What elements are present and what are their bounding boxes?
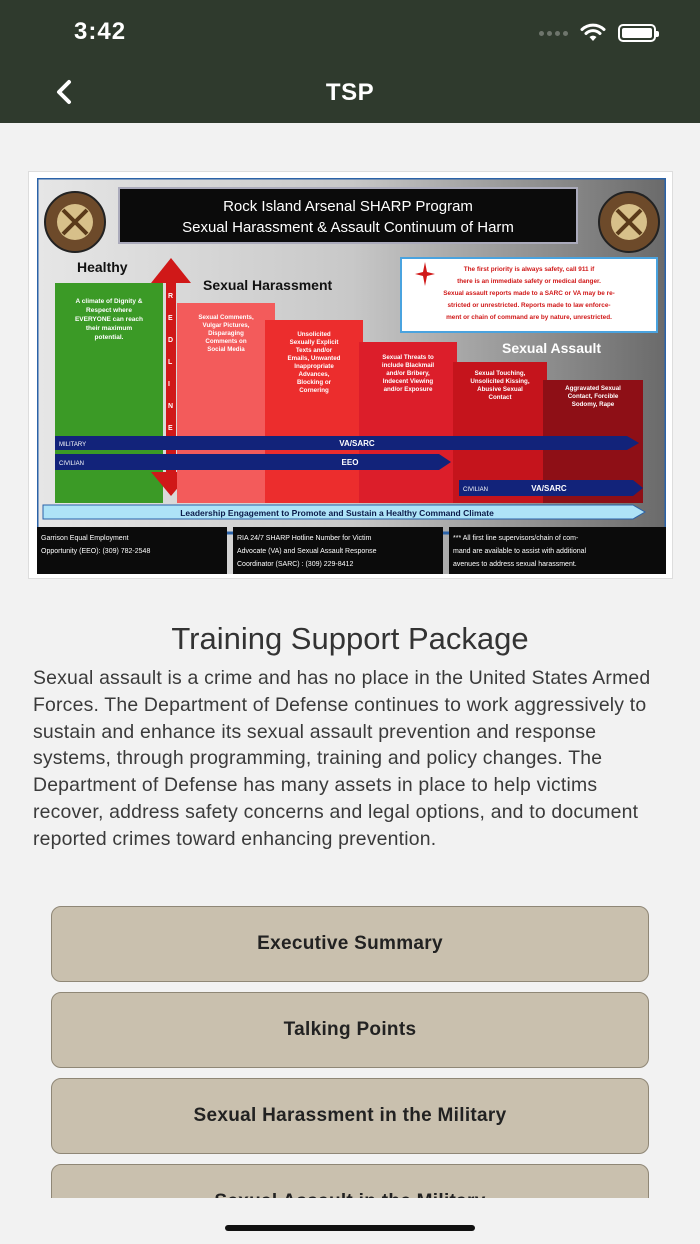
footer-eeo-line: Opportunity (EEO): (309) 782-2548 bbox=[41, 548, 150, 555]
continuum-of-harm-poster: Rock Island Arsenal SHARP Program Sexual… bbox=[28, 171, 673, 579]
red-line-letter: I bbox=[168, 381, 170, 388]
safety-note-line: stricted or unrestricted. Reports made t… bbox=[448, 302, 611, 309]
red-line-letter: E bbox=[168, 425, 173, 432]
step-5-line: Sodomy, Rape bbox=[572, 401, 615, 408]
talking-points-button[interactable]: Talking Points bbox=[51, 992, 649, 1068]
step-1-line: Vulgar Pictures, bbox=[203, 322, 250, 329]
step-2-line: Advances, bbox=[299, 371, 330, 378]
steps-text: Sexual Comments,Vulgar Pictures,Disparag… bbox=[198, 314, 621, 408]
battery-icon bbox=[618, 24, 659, 42]
back-button[interactable] bbox=[44, 72, 84, 112]
arrow-civilian-side: CIVILIAN bbox=[59, 461, 84, 467]
step-3-line: and/or Bribery, bbox=[386, 370, 430, 377]
poster-title-1: Rock Island Arsenal SHARP Program bbox=[223, 198, 473, 215]
nav-title: TSP bbox=[325, 79, 375, 106]
footer-eeo-line: Garrison Equal Employment bbox=[41, 535, 129, 542]
step-2-line: Inappropriate bbox=[294, 363, 334, 370]
safety-note-line: there is an immediate safety or medical … bbox=[457, 278, 601, 285]
navigation-bar: TSP bbox=[0, 62, 700, 123]
red-line-letters: R E D L I N E bbox=[168, 293, 173, 432]
safety-note-line: ment or chain of command are by nature, … bbox=[446, 314, 612, 321]
step-4-line: Contact bbox=[488, 394, 511, 401]
arrow-military-label: VA/SARC bbox=[339, 439, 375, 448]
step-4-line: Abusive Sexual bbox=[477, 386, 523, 393]
sexual-harassment-military-button[interactable]: Sexual Harassment in the Military bbox=[51, 1078, 649, 1154]
arrow-civilian2-side: CIVILIAN bbox=[463, 487, 488, 493]
status-time: 3:42 bbox=[74, 18, 127, 45]
wifi-icon bbox=[580, 23, 606, 41]
status-icons bbox=[539, 22, 659, 44]
sexual-assault-military-button[interactable]: Sexual Assault in the Military bbox=[51, 1164, 649, 1198]
footer-hotline-line: RIA 24/7 SHARP Hotline Number for Victim bbox=[237, 535, 372, 542]
step-1-line: Social Media bbox=[207, 346, 245, 353]
footer-supervisors-line: mand are available to assist with additi… bbox=[453, 548, 587, 555]
step-2-line: Blocking or bbox=[297, 379, 332, 386]
poster-graphic: Rock Island Arsenal SHARP Program Sexual… bbox=[37, 178, 666, 574]
home-indicator bbox=[225, 1225, 475, 1231]
step-2-line: Sexually Explicit bbox=[290, 339, 339, 346]
right-seal-icon bbox=[598, 191, 660, 253]
step-3-line: include Blackmail bbox=[382, 362, 435, 369]
poster-title-2: Sexual Harassment & Assault Continuum of… bbox=[182, 219, 514, 236]
leadership-banner: Leadership Engagement to Promote and Sus… bbox=[180, 508, 494, 518]
footer-supervisors-line: *** All first line supervisors/chain of … bbox=[453, 535, 579, 542]
step-3-line: Indecent Viewing bbox=[383, 378, 434, 385]
safety-note-line: Sexual assault reports made to a SARC or… bbox=[443, 290, 615, 297]
step-3-line: and/or Exposure bbox=[384, 386, 433, 393]
footer-hotline-line: Coordinator (SARC) : (309) 229-8412 bbox=[237, 561, 353, 568]
healthy-line: EVERYONE can reach bbox=[75, 316, 143, 323]
safety-note-line: The first priority is always safety, cal… bbox=[464, 266, 595, 273]
status-bar: 3:42 bbox=[0, 0, 700, 62]
footer-hotline-line: Advocate (VA) and Sexual Assault Respons… bbox=[237, 548, 377, 555]
healthy-line: Respect where bbox=[86, 307, 132, 314]
star-icon bbox=[415, 262, 435, 286]
step-4-line: Sexual Touching, bbox=[475, 370, 526, 377]
red-line-letter: R bbox=[168, 293, 173, 300]
step-1-line: Disparaging bbox=[208, 330, 244, 337]
step-1-line: Comments on bbox=[205, 338, 246, 345]
step-3-line: Sexual Threats to bbox=[382, 354, 434, 361]
step-2-line: Cornering bbox=[299, 387, 329, 394]
description-text: Sexual assault is a crime and has no pla… bbox=[33, 667, 651, 850]
arrow-civilian-label: EEO bbox=[342, 458, 359, 467]
chevron-left-icon bbox=[57, 80, 71, 104]
signal-icon bbox=[539, 30, 568, 36]
healthy-text: A climate of Dignity & Respect whereEVERY… bbox=[75, 298, 143, 341]
healthy-label: Healthy bbox=[77, 259, 128, 275]
arrow-civilian2-label: VA/SARC bbox=[531, 484, 567, 493]
left-seal-icon bbox=[44, 191, 106, 253]
page-heading: Training Support Package bbox=[171, 621, 529, 656]
step-4-line: Unsolicited Kissing, bbox=[470, 378, 529, 385]
red-line-letter: N bbox=[168, 403, 173, 410]
sexual-assault-label: Sexual Assault bbox=[502, 340, 601, 356]
arrow-military-side: MILITARY bbox=[59, 442, 86, 448]
healthy-line: A climate of Dignity & bbox=[76, 298, 143, 305]
red-line-letter: L bbox=[168, 359, 173, 366]
sexual-harassment-label: Sexual Harassment bbox=[203, 277, 333, 293]
step-2-line: Unsolicited bbox=[297, 331, 331, 338]
footer-supervisors-line: avenues to address sexual harassment. bbox=[453, 561, 577, 568]
step-2-line: Emails, Unwanted bbox=[288, 355, 341, 362]
step-5-line: Contact, Forcible bbox=[568, 393, 619, 400]
step-2-line: Texts and/or bbox=[296, 347, 333, 354]
red-line-letter: E bbox=[168, 315, 173, 322]
executive-summary-button[interactable]: Executive Summary bbox=[51, 906, 649, 982]
healthy-line: potential. bbox=[95, 334, 124, 341]
scroll-content[interactable]: Rock Island Arsenal SHARP Program Sexual… bbox=[0, 123, 700, 1198]
red-line-letter: D bbox=[168, 337, 173, 344]
healthy-line: their maximum bbox=[86, 325, 132, 332]
step-5-line: Aggravated Sexual bbox=[565, 385, 621, 392]
step-1-line: Sexual Comments, bbox=[198, 314, 254, 321]
safety-note: The first priority is always safety, cal… bbox=[443, 266, 615, 321]
